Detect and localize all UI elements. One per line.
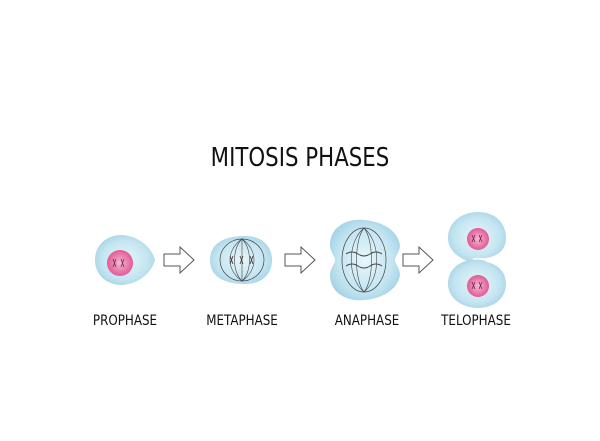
arrow-icon — [284, 245, 316, 275]
prophase-cell — [95, 235, 155, 285]
telophase-cells — [448, 212, 506, 308]
diagram-title: MITOSIS PHASES — [210, 143, 390, 173]
telophase-nucleus-top — [467, 228, 489, 250]
label-prophase: PROPHASE — [92, 313, 158, 329]
arrow-icon — [402, 245, 434, 275]
metaphase-cell — [210, 236, 272, 284]
telophase-nucleus-bottom — [467, 275, 489, 297]
prophase-nucleus — [107, 250, 133, 276]
anaphase-cell — [330, 219, 400, 301]
label-telophase: TELOPHASE — [441, 313, 511, 329]
label-metaphase: METAPHASE — [206, 313, 278, 329]
arrow-icon — [163, 245, 195, 275]
label-anaphase: ANAPHASE — [334, 313, 400, 329]
